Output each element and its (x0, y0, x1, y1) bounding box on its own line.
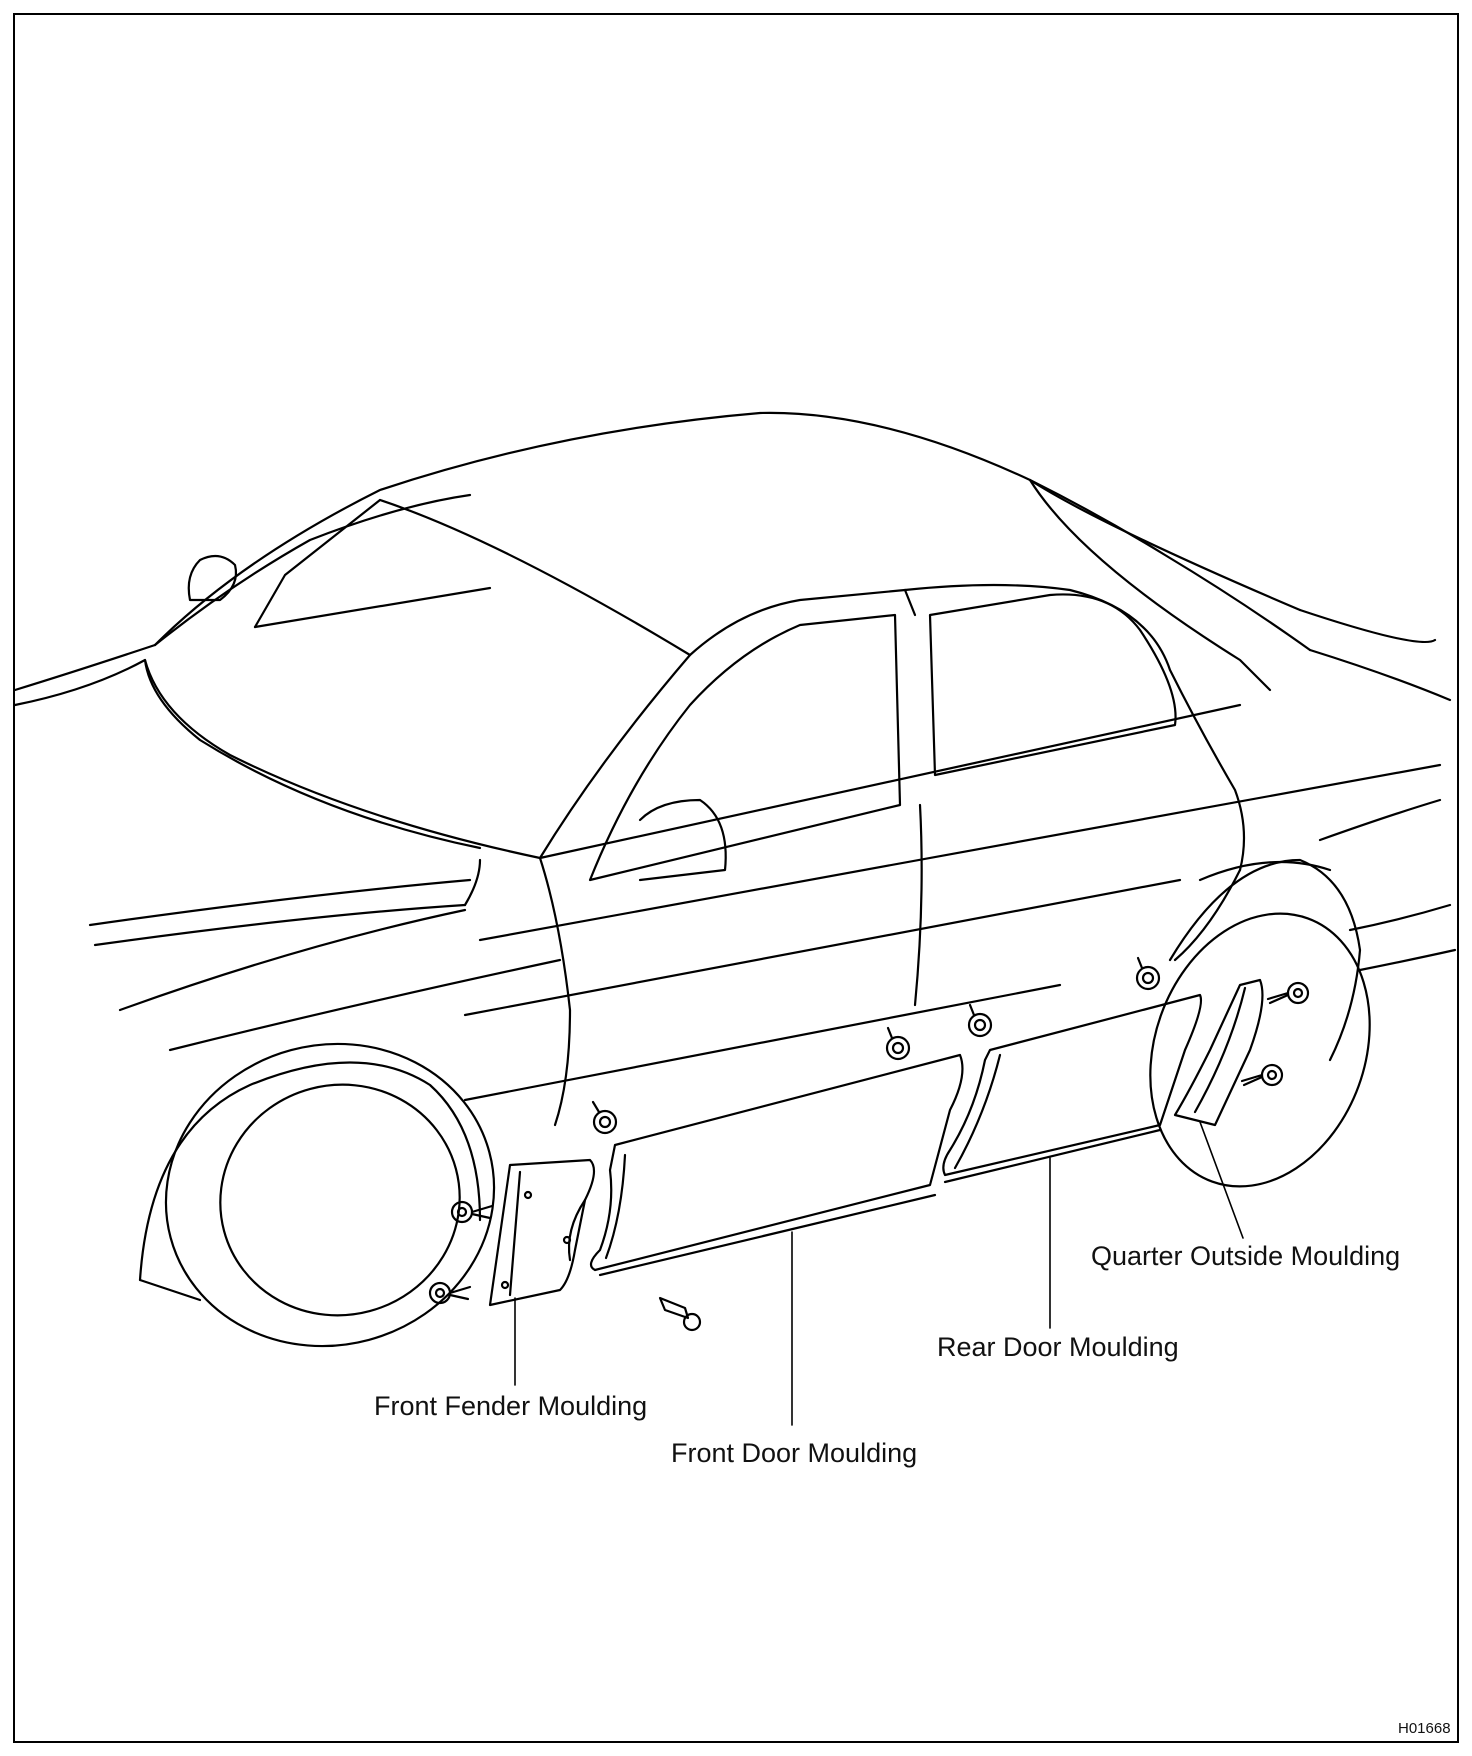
quarter-outside-moulding-part (1173, 978, 1264, 1127)
car-windows (538, 583, 1246, 882)
car-body-roof (153, 411, 1452, 702)
clip-quarter-upper (1266, 981, 1310, 1005)
label-quarter-outside-moulding: Quarter Outside Moulding (1091, 1241, 1401, 1271)
front-fender-moulding-part (488, 1158, 596, 1307)
label-front-door-moulding: Front Door Moulding (671, 1438, 918, 1468)
clip-quarter-lower (1240, 1063, 1284, 1087)
clip-front-fender-upper (450, 1200, 494, 1224)
rear-wheel (1149, 858, 1371, 1188)
side-mirror (187, 554, 238, 602)
car-body-hood (13, 643, 542, 1012)
figure-frame (13, 13, 1459, 1743)
clip-front-door-upper (591, 1100, 618, 1135)
front-wheel (138, 1042, 496, 1348)
clip-rear-door-front (967, 1003, 993, 1038)
clip-front-door-lower (658, 1296, 702, 1332)
rear-door-moulding-part (942, 993, 1203, 1184)
clip-front-fender-lower (428, 1281, 472, 1305)
figure-code: H01668 (1398, 1720, 1451, 1737)
leader-quarter-outside (1199, 1121, 1244, 1239)
label-front-fender-moulding: Front Fender Moulding (374, 1391, 648, 1421)
clip-rear-door-rear (1135, 956, 1161, 991)
car-body-side (168, 703, 1457, 1127)
leader-lines (514, 1121, 1244, 1426)
clip-mid-door (885, 1026, 911, 1061)
clip-fasteners (428, 956, 1310, 1332)
front-door-moulding-part (589, 1053, 964, 1277)
label-rear-door-moulding: Rear Door Moulding (937, 1332, 1179, 1362)
